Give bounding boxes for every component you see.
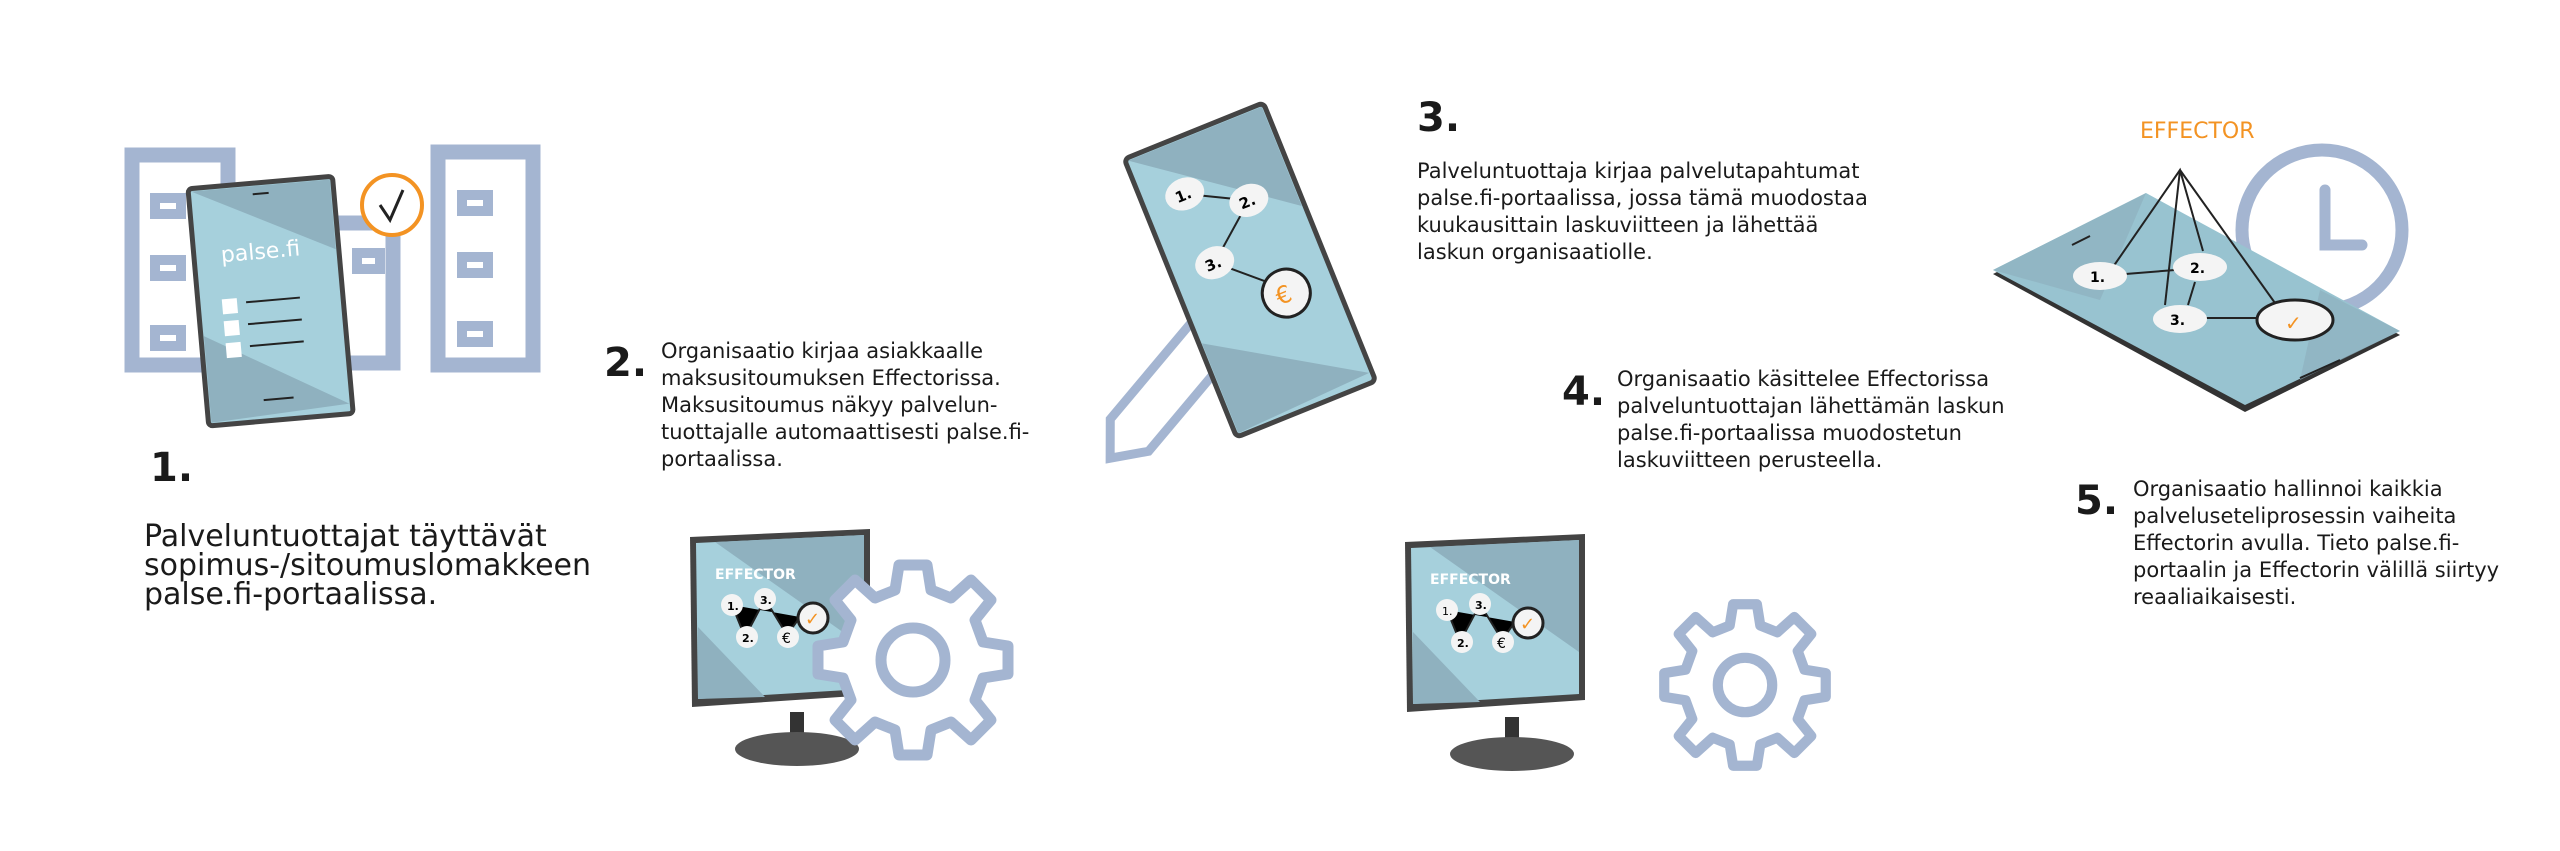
illustration-label: €	[782, 631, 791, 647]
step-5-number: 5.	[2075, 478, 2119, 524]
step-2-text: Organisaatio kirjaa asiakkaalle maksusit…	[661, 339, 1030, 471]
illustration-label: 3.	[2170, 313, 2185, 329]
effector-logo: EFFECTOR	[2140, 119, 2255, 144]
step-3-number: 3.	[1417, 95, 1461, 141]
illustration-label: 2.	[1237, 191, 1259, 214]
checkmark-circle-icon	[360, 173, 424, 237]
illustration-label: 3.	[760, 594, 772, 607]
form-icon	[430, 144, 541, 373]
gear-icon	[812, 559, 1014, 761]
illustration-label: ✓	[805, 609, 820, 630]
illustration-label: EFFECTOR	[715, 567, 796, 583]
illustration-label: 1.	[1442, 605, 1453, 618]
phone-icon: 1. 2. 3. €	[1123, 101, 1377, 439]
step-1-text: Palveluntuottajat täyttävät sopimus-/sit…	[144, 519, 592, 612]
step5-illustration: EFFECTOR 1. 2. 3. ✓	[1993, 119, 2409, 412]
step-2-number: 2.	[604, 340, 648, 386]
step4-monitor-illustration: EFFECTOR 1. 2. 3. € ✓	[1405, 534, 1831, 771]
step2-monitor-illustration: EFFECTOR 1. 2. 3. € ✓	[690, 529, 1014, 766]
step-4-text: Organisaatio käsittelee Effectorissa pal…	[1617, 367, 2005, 472]
illustration-label: 1.	[727, 600, 739, 613]
step1-illustration: palse.fi	[124, 144, 541, 429]
illustration-label: ✓	[2285, 311, 2302, 335]
step-1-number: 1.	[150, 445, 194, 491]
illustration-label: 2.	[1457, 637, 1469, 650]
illustration-label: 3.	[1475, 599, 1487, 612]
illustration-label: 1.	[1172, 184, 1194, 207]
phone-icon	[1993, 193, 2400, 412]
illustration-label: 2.	[2190, 261, 2205, 277]
illustration-label: 2.	[742, 632, 754, 645]
illustration-label: 1.	[2090, 270, 2105, 286]
step-5-text: Organisaatio hallinnoi kaikkia palveluse…	[2133, 477, 2500, 609]
gear-icon	[1659, 599, 1831, 771]
illustration-label: EFFECTOR	[1430, 572, 1511, 588]
illustration-label: 3.	[1202, 253, 1224, 276]
step-3-text: Palveluntuottaja kirjaa palvelutapahtuma…	[1417, 159, 1868, 264]
illustration-label: ✓	[1520, 614, 1535, 635]
illustration-label: €	[1497, 636, 1506, 652]
step2-phone-illustration: 1. 2. 3. €	[1105, 101, 1377, 464]
phone-icon: palse.fi	[185, 174, 356, 429]
step-4-number: 4.	[1562, 369, 1606, 415]
